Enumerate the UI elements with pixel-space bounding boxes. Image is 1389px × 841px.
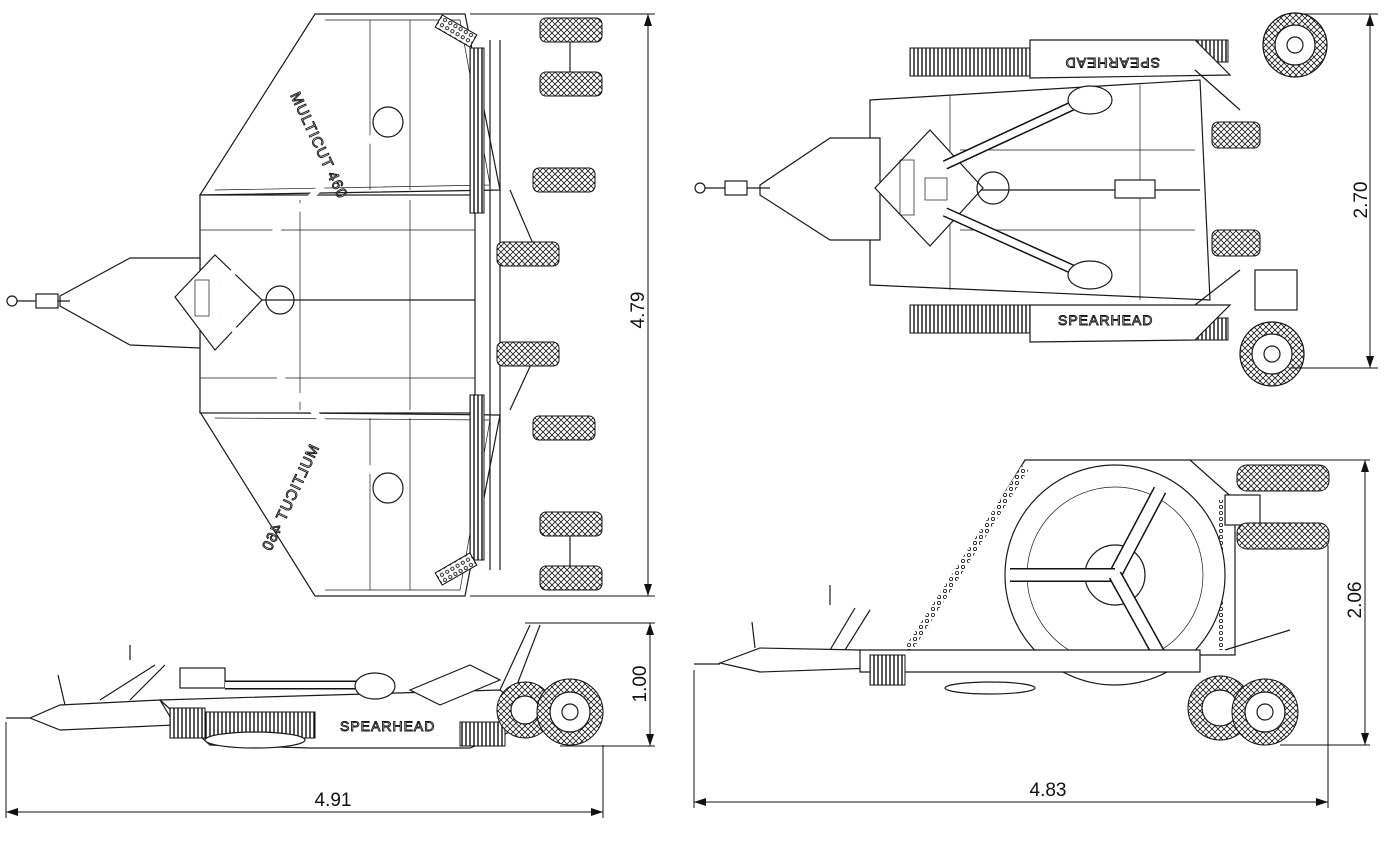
brand-label-upper: SPEARHEAD <box>1065 55 1160 71</box>
side2-wheel-front <box>1231 678 1299 746</box>
dimension-side-left-length: 4.91 <box>5 722 604 818</box>
side-drawbar-2 <box>717 647 877 673</box>
plan-wheels-upper <box>496 17 603 267</box>
drawbar <box>59 257 201 349</box>
dim-4-79: 4.79 <box>628 292 649 329</box>
dim-2-70: 2.70 <box>1351 182 1372 219</box>
dimension-side-left-height: 1.00 <box>525 622 655 747</box>
transport-wheel-lower <box>1239 321 1305 387</box>
dimension-side-right-height: 2.06 <box>1190 459 1370 746</box>
dim-4-91: 4.91 <box>315 790 352 811</box>
plan-wheels-lower <box>496 341 603 591</box>
dimension-side-right-length: 4.83 <box>693 545 1329 808</box>
side-wheel-front <box>536 678 604 746</box>
lower-hood <box>1029 304 1232 343</box>
side-brand-label: SPEARHEAD <box>340 718 435 734</box>
plan-view-transport: SPEARHEAD SPEARHEAD <box>694 12 1328 387</box>
dim-2-06: 2.06 <box>1345 582 1366 619</box>
brand-label-lower: SPEARHEAD <box>1058 312 1153 328</box>
dim-4-83: 4.83 <box>1030 780 1067 801</box>
dimension-top-left-width: 4.79 <box>470 13 655 597</box>
side-drawbar <box>28 699 177 731</box>
transport-wheel-upper <box>1262 12 1328 78</box>
side-view-low: SPEARHEAD <box>6 624 604 749</box>
plan-view-wide: MULTICUT 460 MULTICUT 460 <box>6 13 603 597</box>
dim-1-00: 1.00 <box>630 666 651 703</box>
upper-hood <box>1029 39 1232 79</box>
drawbar-2 <box>759 137 881 241</box>
gearbox <box>174 254 263 351</box>
side-view-transport <box>694 459 1330 746</box>
upper-wing-deck <box>198 13 501 196</box>
dimension-top-right-width: 2.70 <box>1290 13 1378 369</box>
